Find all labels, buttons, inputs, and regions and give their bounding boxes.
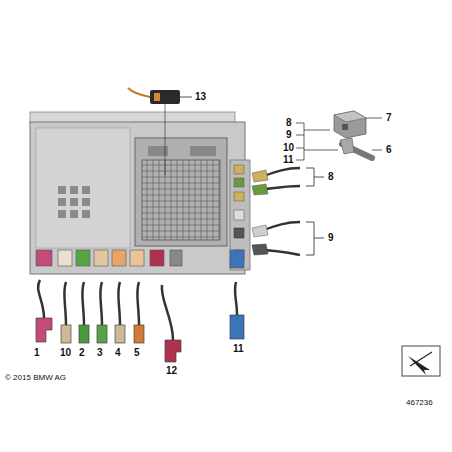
connector-column (230, 160, 250, 270)
housing (30, 122, 245, 274)
vent-grid (58, 186, 90, 218)
connector-13 (128, 88, 192, 175)
callout-number: 11 (233, 344, 244, 354)
callout-number: 10 (283, 143, 294, 153)
callout-number: 11 (283, 155, 294, 165)
inset-detail (296, 111, 382, 160)
callout-number: 8 (286, 118, 292, 128)
callout-number: 13 (195, 92, 206, 102)
callout-number: 9 (328, 233, 334, 243)
callout-number: 12 (166, 366, 177, 376)
connectors-8 (252, 168, 324, 195)
callout-number: 10 (60, 348, 71, 358)
callout-number: 3 (97, 348, 103, 358)
socket-row (36, 250, 244, 268)
connectors-9 (252, 222, 324, 255)
callout-number: 9 (286, 130, 292, 140)
plug-bodies (36, 315, 244, 362)
callout-number: 8 (328, 172, 334, 182)
callout-number: 5 (134, 348, 140, 358)
copyright-note: © 2015 BMW AG (5, 374, 66, 382)
callout-number: 4 (115, 348, 121, 358)
copyright-note: 467236 (406, 399, 433, 407)
view-icon (402, 346, 440, 376)
inner-module (135, 138, 227, 246)
callout-number: 7 (386, 113, 392, 123)
callout-number: 1 (34, 348, 40, 358)
callout-number: 2 (79, 348, 85, 358)
callout-number: 6 (386, 145, 392, 155)
